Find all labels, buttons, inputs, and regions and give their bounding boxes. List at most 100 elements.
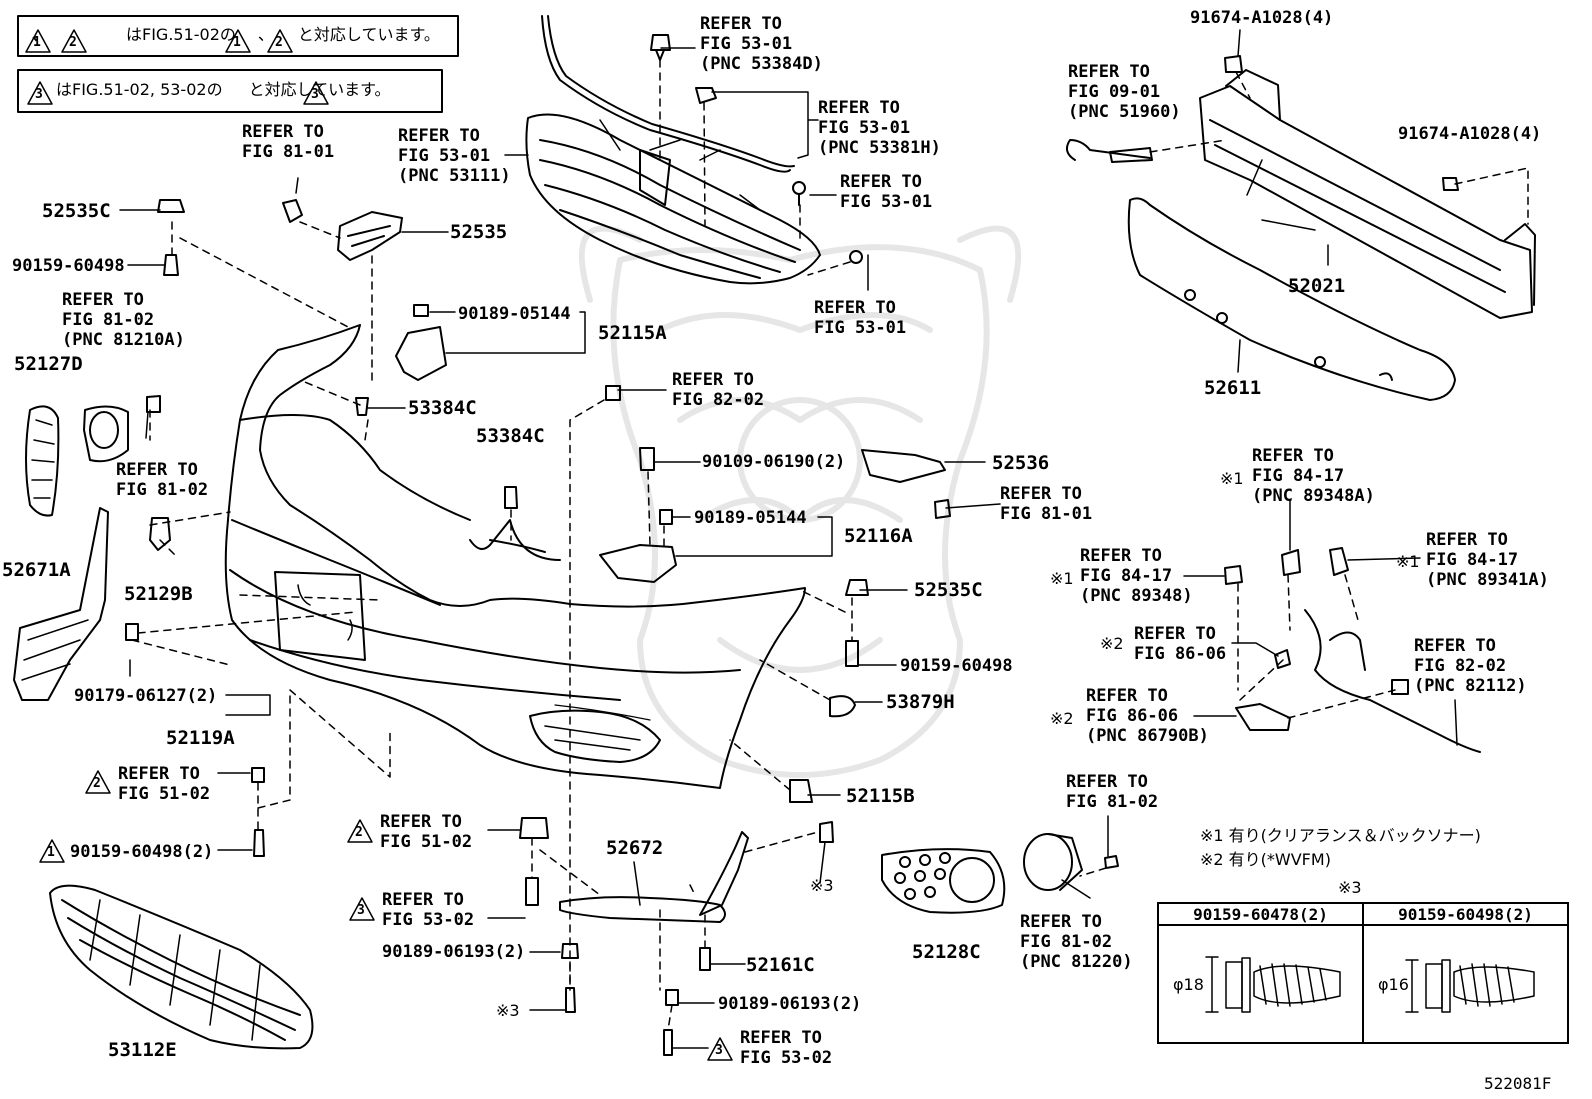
- part-90179-06127[interactable]: 90179-06127(2): [74, 686, 218, 706]
- leader-lines: [119, 29, 1458, 1049]
- part-90159-60498-2[interactable]: 90159-60498(2): [70, 842, 214, 862]
- note-1-text: はFIG.51-02の: [126, 25, 236, 44]
- part-52535C-b[interactable]: 52535C: [914, 579, 983, 601]
- upper-grille-drawing: [525, 15, 821, 285]
- part-53112E[interactable]: 53112E: [108, 1039, 177, 1061]
- part-53384C-b[interactable]: 53384C: [476, 425, 545, 447]
- lower-trim-drawing: [519, 817, 749, 959]
- part-91674-A1028-a[interactable]: 91674-A1028(4): [1190, 8, 1334, 28]
- flag-1-b: ※1: [1050, 569, 1074, 588]
- fastener-dia-1: φ18: [1173, 974, 1204, 994]
- lower-grille-drawing: [49, 884, 314, 1050]
- fastener-table: 90159-60478(2) 90159-60498(2) φ18 φ16: [1157, 902, 1569, 1044]
- part-52115A[interactable]: 52115A: [598, 322, 667, 344]
- part-52129B[interactable]: 52129B: [124, 583, 193, 605]
- triangle-number-3b: 3: [311, 87, 319, 102]
- flag-1-a: ※1: [1220, 469, 1244, 488]
- flag-3-a: ※3: [810, 876, 834, 895]
- part-90189-05144-a[interactable]: 90189-05144: [458, 304, 571, 324]
- triangle-number-3d: 3: [715, 1043, 723, 1058]
- refer-51-02-a[interactable]: REFER TO FIG 51-02: [118, 764, 211, 804]
- side-parts-drawing: [13, 211, 946, 803]
- part-52128C[interactable]: 52128C: [912, 941, 981, 963]
- legend-line-2: ※2 有り(*WVFM): [1200, 850, 1331, 869]
- part-90159-60498-b[interactable]: 90159-60498: [900, 656, 1013, 676]
- note-2-text: はFIG.51-02, 53-02の: [56, 80, 223, 99]
- refer-89341A[interactable]: REFER TO FIG 84-17 (PNC 89341A): [1426, 530, 1549, 590]
- legend-line-1: ※1 有り(クリアランス＆バックソナー): [1200, 826, 1481, 845]
- triangle-number-2b: 2: [275, 35, 283, 50]
- part-91674-A1028-b[interactable]: 91674-A1028(4): [1398, 124, 1542, 144]
- fastener-dia-2: φ16: [1378, 974, 1409, 994]
- part-52127D[interactable]: 52127D: [14, 353, 83, 375]
- refer-86790B[interactable]: REFER TO FIG 86-06 (PNC 86790B): [1086, 686, 1209, 746]
- part-52536[interactable]: 52536: [992, 452, 1050, 474]
- refer-81-01-a[interactable]: REFER TO FIG 81-01: [242, 122, 335, 162]
- refer-89348A[interactable]: REFER TO FIG 84-17 (PNC 89348A): [1252, 446, 1375, 506]
- flag-1-c: ※1: [1396, 552, 1420, 571]
- part-90189-06193-a[interactable]: 90189-06193(2): [382, 942, 526, 962]
- triangle-number-3c: 3: [357, 903, 365, 918]
- part-52161C[interactable]: 52161C: [746, 954, 815, 976]
- triangle-number-1: 1: [33, 35, 41, 50]
- refer-82112[interactable]: REFER TO FIG 82-02 (PNC 82112): [1414, 636, 1527, 696]
- part-52535C-a[interactable]: 52535C: [42, 200, 111, 222]
- part-52021[interactable]: 52021: [1288, 275, 1346, 297]
- refer-53-02-b[interactable]: REFER TO FIG 53-02: [740, 1028, 833, 1068]
- part-52116A[interactable]: 52116A: [844, 525, 913, 547]
- clip-drawings-top: [650, 34, 863, 264]
- refer-53384D[interactable]: REFER TO FIG 53-01 (PNC 53384D): [700, 14, 823, 74]
- refer-81210A[interactable]: REFER TO FIG 81-02 (PNC 81210A): [62, 290, 185, 350]
- refer-53-01-a[interactable]: REFER TO FIG 53-01: [840, 172, 933, 212]
- flag-2-a: ※2: [1100, 634, 1124, 653]
- refer-81-01-b[interactable]: REFER TO FIG 81-01: [1000, 484, 1093, 524]
- flag-3-c: ※3: [1338, 878, 1362, 897]
- refer-51-02-b[interactable]: REFER TO FIG 51-02: [380, 812, 473, 852]
- fastener-col-2-header: 90159-60498(2): [1362, 902, 1569, 926]
- part-90159-60498-a[interactable]: 90159-60498: [12, 256, 125, 276]
- refer-81-02-b[interactable]: REFER TO FIG 81-02: [1066, 772, 1159, 812]
- part-90189-05144-b[interactable]: 90189-05144: [694, 508, 807, 528]
- part-90109-06190[interactable]: 90109-06190(2): [702, 452, 846, 472]
- fastener-col-2-cell: φ16: [1362, 924, 1569, 1044]
- bumper-cover-drawing: [224, 324, 806, 789]
- figure-id: 522081F: [1484, 1074, 1552, 1093]
- refer-81-02-a[interactable]: REFER TO FIG 81-02: [116, 460, 209, 500]
- triangle-number-3: 3: [35, 87, 43, 102]
- refer-53381H[interactable]: REFER TO FIG 53-01 (PNC 53381H): [818, 98, 941, 158]
- part-52115B[interactable]: 52115B: [846, 785, 915, 807]
- refer-53111[interactable]: REFER TO FIG 53-01 (PNC 53111): [398, 126, 511, 186]
- dashed-lines: [131, 59, 1529, 1031]
- part-53384C-a[interactable]: 53384C: [408, 397, 477, 419]
- bolt-drawings: [125, 55, 1459, 1056]
- part-53879H[interactable]: 53879H: [886, 691, 955, 713]
- part-90189-06193-b[interactable]: 90189-06193(2): [718, 994, 862, 1014]
- part-52535[interactable]: 52535: [450, 221, 508, 243]
- flag-3-b: ※3: [496, 1001, 520, 1020]
- part-52119A[interactable]: 52119A: [166, 727, 235, 749]
- refer-81220[interactable]: REFER TO FIG 81-02 (PNC 81220): [1020, 912, 1133, 972]
- refer-53-02-a[interactable]: REFER TO FIG 53-02: [382, 890, 475, 930]
- triangle-marks: [25, 29, 733, 1061]
- refer-89348[interactable]: REFER TO FIG 84-17 (PNC 89348): [1080, 546, 1193, 606]
- flag-2-b: ※2: [1050, 709, 1074, 728]
- refer-51960[interactable]: REFER TO FIG 09-01 (PNC 51960): [1068, 62, 1181, 122]
- refer-82-02-a[interactable]: REFER TO FIG 82-02: [672, 370, 765, 410]
- triangle-number-2d: 2: [355, 825, 363, 840]
- refer-53-01-b[interactable]: REFER TO FIG 53-01: [814, 298, 907, 338]
- note-2-tail: と対応しています。: [248, 80, 391, 99]
- part-52611[interactable]: 52611: [1204, 377, 1262, 399]
- watermark-logo: [578, 225, 1022, 778]
- reinforcement-drawing: [1065, 69, 1536, 401]
- harness-drawing: [1224, 547, 1481, 753]
- note-1-tail: と対応しています。: [297, 25, 440, 44]
- refer-86-06[interactable]: REFER TO FIG 86-06: [1134, 624, 1227, 664]
- fastener-col-1-header: 90159-60478(2): [1157, 902, 1364, 926]
- triangle-number-2: 2: [69, 35, 77, 50]
- triangle-number-2c: 2: [93, 776, 101, 791]
- note-boxes: [17, 15, 459, 113]
- part-52672[interactable]: 52672: [606, 837, 664, 859]
- part-52671A[interactable]: 52671A: [2, 559, 71, 581]
- triangle-number-1c: 1: [47, 845, 55, 860]
